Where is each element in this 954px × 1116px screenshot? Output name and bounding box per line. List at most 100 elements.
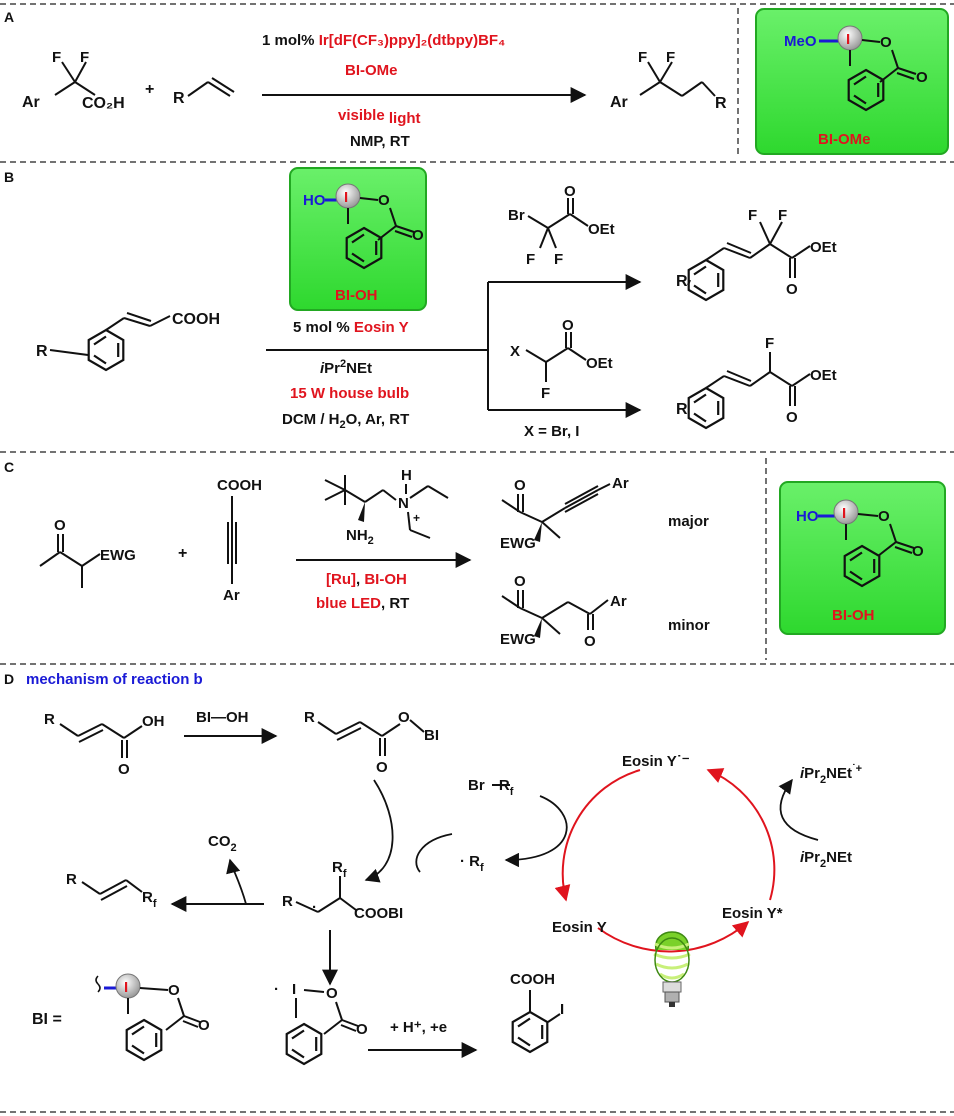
f-label: F [638, 49, 647, 66]
panel-b-letter: B [4, 169, 14, 185]
panel-b: B HO I O O BI-OH R [4, 167, 837, 440]
o-label: O [786, 281, 798, 298]
acrylic-acid: R OH O [44, 711, 165, 778]
x-label: X [510, 343, 520, 360]
oxygen-label: O [198, 1017, 210, 1034]
cooh-label: COOH [172, 311, 220, 328]
led-line: blue LED, RT [316, 595, 409, 612]
f-label: F [666, 49, 675, 66]
minor-label: minor [668, 617, 710, 634]
ewg-label: EWG [500, 535, 536, 552]
oet-label: OEt [588, 221, 615, 238]
f-label: F [765, 335, 774, 352]
bi-oh-box-c: HO I O O BI-OH [779, 481, 946, 635]
rf-label: Rf [142, 889, 157, 910]
f-label: F [80, 49, 89, 66]
h-label: H [401, 467, 412, 484]
bi-equals: BI = [32, 1011, 62, 1028]
o-label: O [786, 409, 798, 426]
rf-label: Rf [332, 859, 347, 880]
o-label: O [584, 633, 596, 650]
r-label: R [676, 401, 688, 418]
radical-addition-arrow [364, 779, 394, 883]
r-label: R [676, 273, 688, 290]
o-label: O [118, 761, 130, 778]
cooh-label: COOH [510, 971, 555, 988]
panel-d-letter: D [4, 671, 14, 687]
co2-loss-arrow [226, 858, 247, 905]
ewg-label: EWG [100, 547, 136, 564]
bromodifluoroacetate: Br O OEt F F [508, 183, 615, 268]
iodine-label: I [344, 189, 348, 206]
box-label: BI-OH [335, 287, 378, 304]
rf-release-arrow [504, 795, 568, 868]
ru-line: [Ru], BI-OH [326, 571, 407, 588]
r-label: R [173, 90, 185, 107]
o-label: O [398, 709, 410, 726]
radical-dot: · [312, 899, 317, 916]
o-label: O [376, 759, 388, 776]
o-label: O [564, 183, 576, 200]
br-rf-label: Br Rf [468, 777, 514, 798]
reagent-label: BI-OMe [345, 62, 398, 79]
electron-transfer-arrow [778, 778, 819, 841]
r-label: R [282, 893, 293, 910]
iodine-label: I [292, 981, 296, 998]
conditions-label: DCM / H2O, Ar, RT [282, 411, 409, 431]
bi-ome-box: MeO I O O BI-OMe [755, 8, 949, 155]
bi-definition: BI = I O O [32, 973, 210, 1062]
ewg-label: EWG [500, 631, 536, 648]
panel-a-letter: A [4, 9, 14, 25]
base-label: iPr2NEt [320, 358, 372, 377]
r-label: R [715, 95, 727, 112]
beta-keto-substrate: O EWG [39, 517, 136, 588]
ar-label: Ar [612, 475, 629, 492]
f-label: F [748, 207, 757, 224]
cycle-arc-bottom [597, 920, 750, 953]
alkene-product: R Rf [66, 871, 157, 910]
r-label: R [36, 343, 48, 360]
bi-label: BI [424, 727, 439, 744]
oxygen-label: O [168, 982, 180, 999]
difluoro-product: R F F OEt O [676, 207, 837, 302]
f-label: F [778, 207, 787, 224]
ar-label: Ar [22, 94, 40, 111]
eosin-line: 5 mol % Eosin Y [293, 319, 409, 336]
bi-oh-box: HO I O O BI-OH [289, 167, 427, 311]
charge-label: + [413, 511, 420, 525]
oxygen-label: O [412, 227, 424, 244]
ar-label: Ar [610, 593, 627, 610]
iodine-label: I [842, 505, 846, 522]
halofluoroacetate: X O OEt F [510, 317, 613, 402]
solvent-label: NMP, RT [350, 133, 410, 150]
panel-a-reactant-alkene: R [173, 77, 235, 107]
ar-label: Ar [223, 587, 240, 604]
cinnamic-acid: R COOH [36, 311, 220, 372]
oxygen-label: O [356, 1021, 368, 1038]
eosin-ground: Eosin Y [552, 919, 607, 936]
panel-a-product: F F Ar R [610, 49, 727, 112]
ar-label: Ar [610, 94, 628, 111]
x-note: X = Br, I [524, 423, 579, 440]
panel-d: D mechanism of reaction b R OH O BI—OH R… [4, 671, 862, 1066]
section-dividers [0, 3, 954, 1113]
o-label: O [514, 477, 526, 494]
box-label: BI-OMe [818, 131, 871, 148]
iodine-label: I [560, 1001, 564, 1018]
catalyst-line: 1 mol% Ir[dF(CF₃)ppy]₂(dtbpy)BF₄ [262, 32, 505, 49]
iodine-label: I [124, 979, 128, 996]
panel-a: A F F Ar CO₂H + R 1 mol% Ir[dF(CF₃)ppy]₂… [4, 8, 949, 155]
amine-label: iPr2NEt [800, 849, 852, 870]
acid-label: CO₂H [82, 95, 125, 112]
major-product: O EWG Ar major [500, 475, 709, 552]
step-label: + H⁺, +e [390, 1019, 447, 1036]
major-label: major [668, 513, 709, 530]
cooh-label: COOH [217, 477, 262, 494]
amine-catalyst: NH2 N H + [324, 467, 449, 547]
amine-cation-label: iPr2NEt˙+ [800, 763, 862, 786]
coobi-label: COOBI [354, 905, 403, 922]
co2-label: CO2 [208, 833, 237, 854]
oxygen-label: O [326, 985, 338, 1002]
panel-c-letter: C [4, 459, 14, 475]
